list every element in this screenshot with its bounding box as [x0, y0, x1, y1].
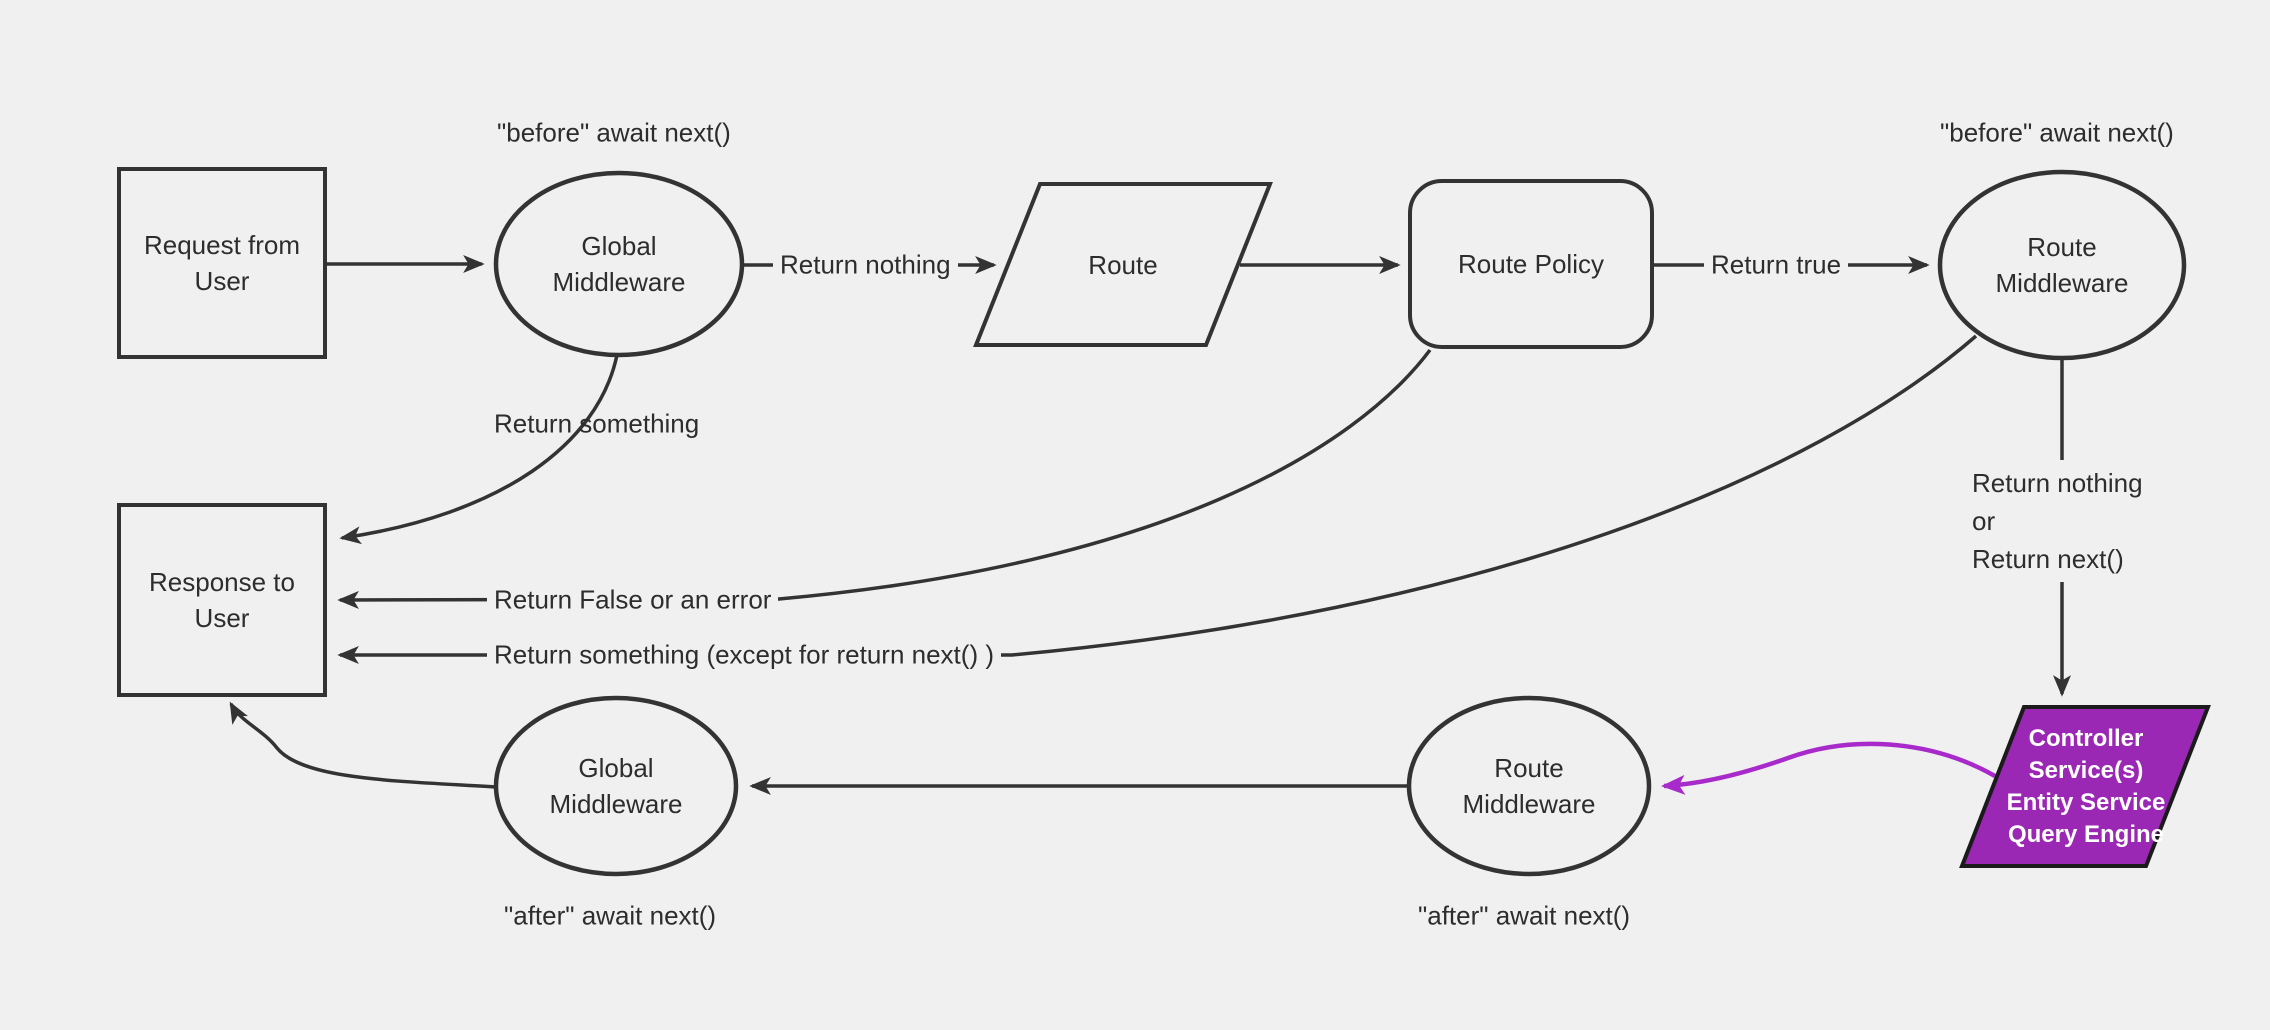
node-request-from-user-shape [117, 167, 327, 359]
edge-controller-to-route-middleware-bottom [1661, 741, 1997, 795]
annotation-after-await-next-right: "after" await next() [1418, 900, 1631, 931]
edge-label-return-true: Return true [1704, 246, 1849, 284]
node-route-shape [973, 182, 1273, 347]
node-response-to-user-shape [117, 503, 327, 697]
node-route-middleware-bottom-shape [1406, 695, 1652, 877]
return-nothing-or-next-line-3: Return next() [1972, 544, 2124, 574]
edge-global-middleware-bottom-to-response [229, 701, 498, 789]
annotation-after-await-next-left: "after" await next() [504, 900, 717, 931]
node-global-middleware-top-shape [493, 170, 745, 358]
return-nothing-or-next-line-2: or [1972, 506, 1996, 536]
edge-label-return-something-except: Return something (except for return next… [487, 636, 1001, 674]
edge-label-return-nothing-or-next: Return nothing or Return next() [1966, 460, 2153, 582]
annotation-before-await-next-left: "before" await next() [497, 117, 731, 148]
edge-label-return-false-or-error: Return False or an error [487, 581, 779, 619]
edge-route-policy-to-response [337, 348, 1432, 609]
edge-route-middleware-to-response [337, 334, 1978, 664]
annotation-before-await-next-right: "before" await next() [1940, 117, 2174, 148]
edge-label-return-something: Return something [494, 408, 700, 439]
edge-global-middleware-to-response [339, 354, 619, 545]
edge-label-return-nothing: Return nothing [773, 246, 958, 284]
node-route-middleware-top-shape [1937, 169, 2187, 361]
node-controller-services-shape [1959, 705, 2211, 868]
node-route-policy-shape [1408, 179, 1654, 349]
return-nothing-or-next-line-1: Return nothing [1972, 468, 2143, 498]
node-global-middleware-bottom-shape [493, 695, 739, 877]
